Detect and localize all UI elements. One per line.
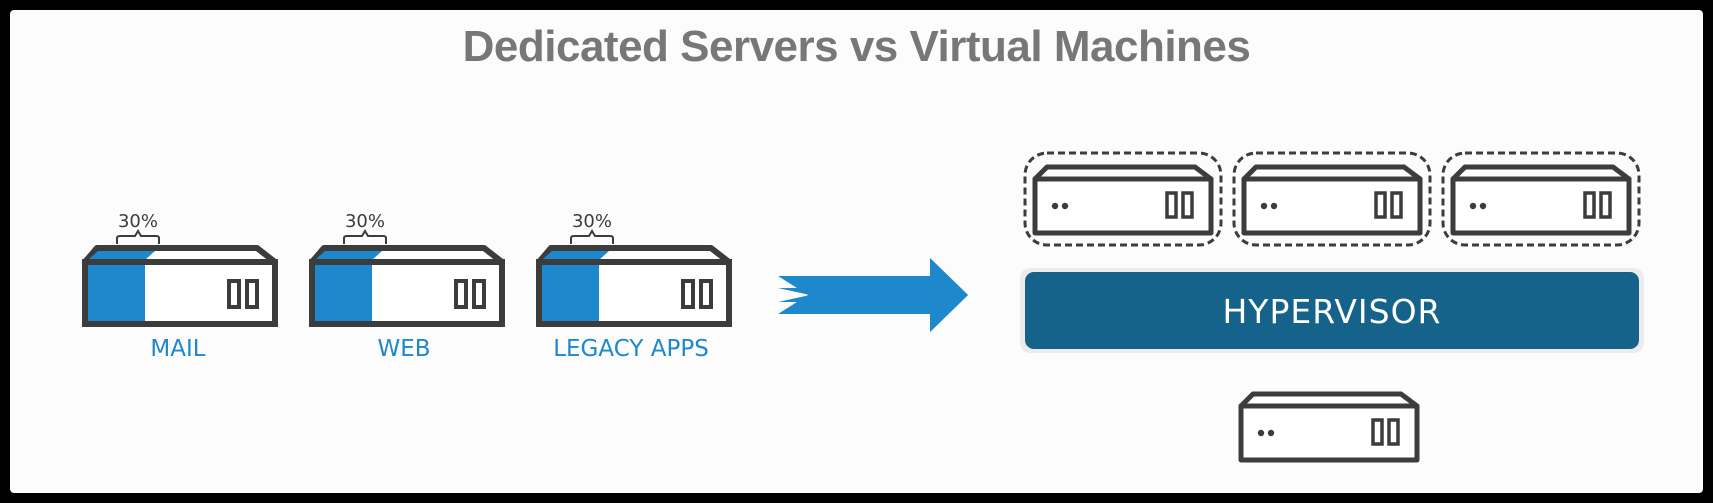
utilization-fill [315, 265, 372, 321]
server-name-legacy-apps: LEGACY APPS [553, 336, 709, 362]
hypervisor-label: HYPERVISOR [1222, 292, 1441, 331]
diagram-canvas [10, 10, 1703, 493]
arrow-right-icon [778, 258, 968, 332]
server-icon-vm-3 [1453, 167, 1629, 233]
utilization-fill-top [88, 251, 155, 260]
drive-bay-icon [472, 279, 486, 309]
brace-icon [343, 229, 387, 244]
server-icon-web [309, 245, 505, 327]
server-name-mail: MAIL [150, 336, 205, 362]
drive-bay-icon [245, 279, 259, 309]
drive-bay-icon [699, 279, 713, 309]
server-icon-host [1241, 394, 1417, 460]
utilization-fill-top [542, 251, 609, 260]
brace-icon [116, 229, 160, 244]
brace-icon [570, 229, 614, 244]
utilization-fill [542, 265, 599, 321]
server-name-web: WEB [377, 336, 430, 362]
server-icon-vm-2 [1244, 167, 1420, 233]
utilization-label-mail: 30% [118, 211, 158, 232]
drive-bay-icon [227, 279, 241, 309]
vm-outline [1232, 151, 1432, 247]
server-icon-mail [82, 245, 278, 327]
drive-bay-icon [454, 279, 468, 309]
server-icon-vm-1 [1035, 167, 1211, 233]
utilization-fill-top [315, 251, 382, 260]
drive-bay-icon [681, 279, 695, 309]
utilization-label-legacy-apps: 30% [572, 211, 612, 232]
vm-outline [1441, 151, 1641, 247]
diagram-title: Dedicated Servers vs Virtual Machines [462, 22, 1251, 71]
server-icon-legacy-apps [536, 245, 732, 327]
vm-outline [1023, 151, 1223, 247]
utilization-label-web: 30% [345, 211, 385, 232]
vm-group [1023, 151, 1641, 247]
utilization-fill [88, 265, 145, 321]
hypervisor-bar [1025, 272, 1639, 349]
